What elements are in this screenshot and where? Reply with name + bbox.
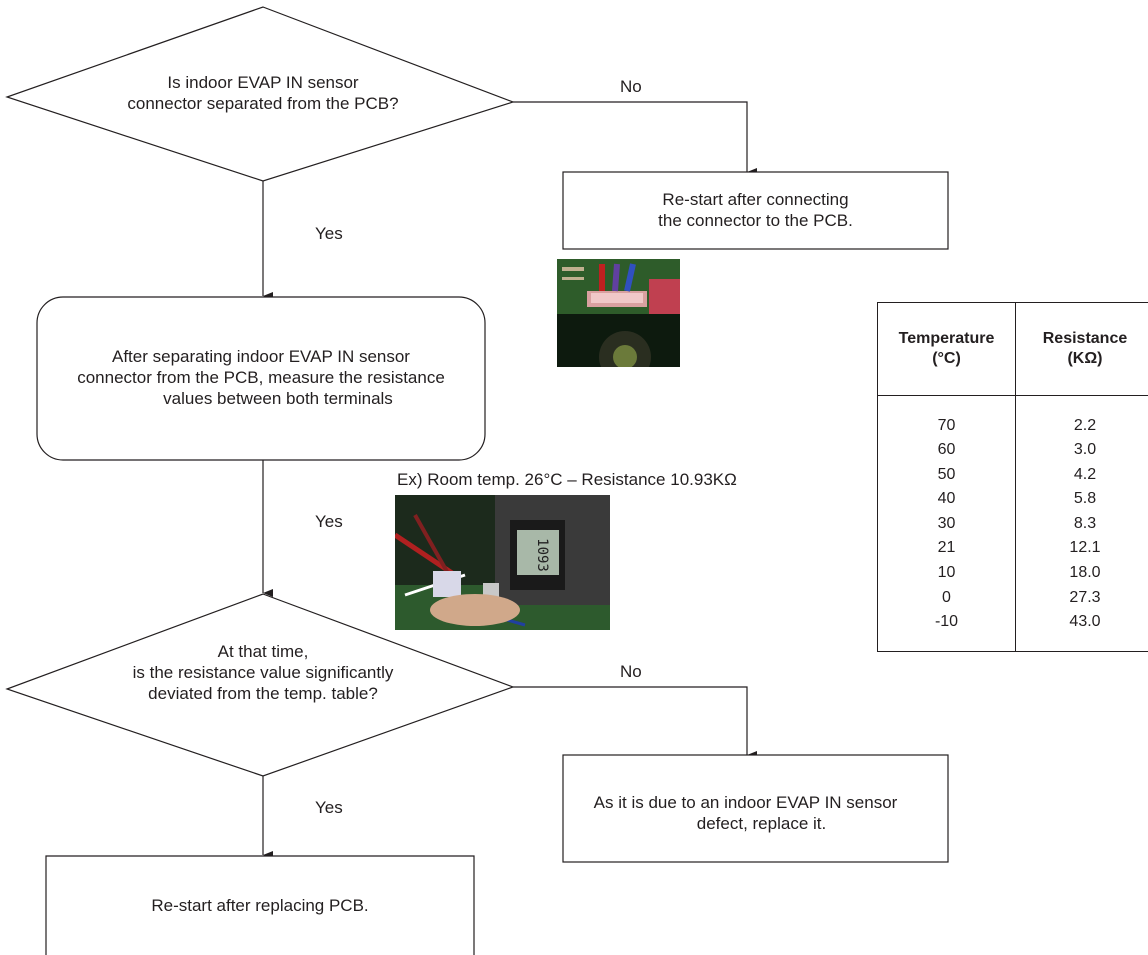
example-caption: Ex) Room temp. 26°C – Resistance 10.93KΩ <box>397 470 737 489</box>
multimeter-photo: 1093 <box>395 495 610 630</box>
decision-2-line2: is the resistance value significantly <box>132 663 394 682</box>
table-spacer-row <box>877 395 1148 413</box>
res-cell: 3.0 <box>1015 437 1148 463</box>
temp-cell: 21 <box>877 535 1016 561</box>
resistance-header: Resistance (KΩ) <box>1015 302 1148 396</box>
temp-cell: 70 <box>877 412 1016 438</box>
res-cell: 43.0 <box>1015 609 1148 634</box>
table-spacer-row <box>877 633 1148 652</box>
decision-2-line3: deviated from the temp. table? <box>148 684 378 703</box>
decision-1-line2: connector separated from the PCB? <box>127 94 399 113</box>
step-2-text: After separating indoor EVAP IN sensor c… <box>37 346 485 409</box>
res-cell: 27.3 <box>1015 584 1148 610</box>
action-1-line2: the connector to the PCB. <box>658 211 853 230</box>
step2-yes-label: Yes <box>315 512 343 531</box>
action-2-text: As it is due to an indoor EVAP IN sensor… <box>563 792 948 834</box>
decision-1-text: Is indoor EVAP IN sensor connector separ… <box>90 72 436 114</box>
q1-no-connector <box>513 101 757 176</box>
temp-cell: 30 <box>877 511 1016 536</box>
resistance-header-line2: (KΩ) <box>1067 349 1103 367</box>
decision-2-line1: At that time, <box>217 642 309 661</box>
temp-cell: 60 <box>877 437 1016 463</box>
action-2-line2: defect, replace it. <box>696 814 827 833</box>
temp-cell: 10 <box>877 560 1016 585</box>
table-header-row: Temperature (°C) Resistance (KΩ) <box>877 302 1148 396</box>
multimeter-photo-image: 1093 <box>395 495 610 630</box>
step-2-line2: connector from the PCB, measure the resi… <box>77 368 445 387</box>
step-2-line1: After separating indoor EVAP IN sensor <box>112 347 410 366</box>
action-3-text: Re-start after replacing PCB. <box>151 896 369 915</box>
resistance-header-line1: Resistance <box>1042 329 1128 347</box>
temperature-header-line2: (°C) <box>932 349 961 367</box>
svg-text:1093: 1093 <box>534 538 550 572</box>
action-2-line1: As it is due to an indoor EVAP IN sensor <box>593 793 898 812</box>
res-cell: 8.3 <box>1015 511 1148 536</box>
temp-cell: 40 <box>877 486 1016 512</box>
step-2-box <box>36 296 486 461</box>
q1-no-label: No <box>620 77 642 96</box>
action-1-box <box>562 171 949 250</box>
temperature-header-line1: Temperature <box>898 329 995 347</box>
step-2-line3: values between both terminals <box>163 389 393 408</box>
res-cell: 2.2 <box>1015 412 1148 438</box>
q1-yes-label: Yes <box>315 224 343 243</box>
q2-yes-label: Yes <box>315 798 343 817</box>
temp-cell: 0 <box>877 584 1016 610</box>
decision-2-text: At that time, is the resistance value si… <box>90 641 436 704</box>
q2-no-label: No <box>620 662 642 681</box>
action-1-text: Re-start after connecting the connector … <box>563 189 948 231</box>
res-cell: 18.0 <box>1015 560 1148 585</box>
action-1-line1: Re-start after connecting <box>662 190 849 209</box>
res-cell: 12.1 <box>1015 535 1148 561</box>
decision-1-line1: Is indoor EVAP IN sensor <box>167 73 359 92</box>
q2-no-connector <box>513 686 757 759</box>
connector-photo <box>557 259 680 367</box>
action-2-box <box>562 754 949 863</box>
connector-photo-image <box>557 259 680 367</box>
temp-cell: 50 <box>877 462 1016 487</box>
temperature-header: Temperature (°C) <box>877 302 1016 396</box>
res-cell: 5.8 <box>1015 486 1148 512</box>
action-3-box <box>45 855 475 955</box>
temp-cell: -10 <box>877 609 1016 634</box>
res-cell: 4.2 <box>1015 462 1148 487</box>
